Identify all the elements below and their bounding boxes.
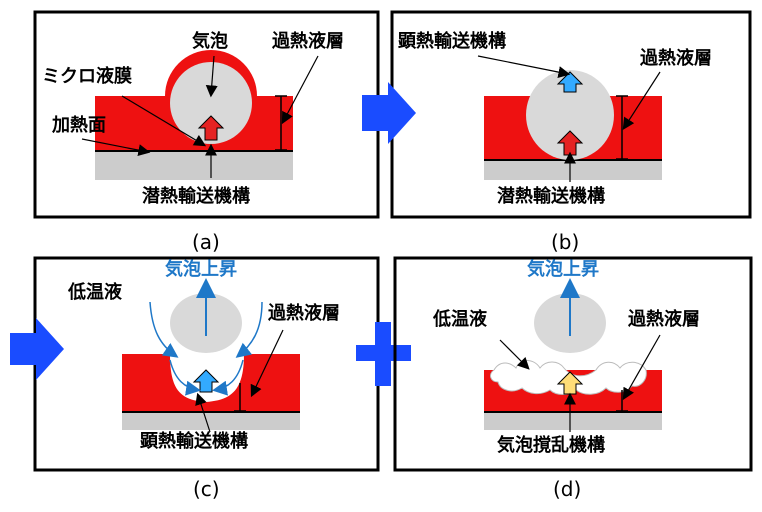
panel-b-bubble <box>526 70 614 160</box>
panel-a-red-up-arrow <box>197 115 225 141</box>
panel-d-yellow-up-arrow <box>556 371 584 395</box>
panel-a-surface-leader <box>81 138 151 157</box>
panel-a-bubble-label: 気泡 <box>192 30 228 52</box>
panel-a-bubble-leader <box>205 55 218 98</box>
panel-a-caption: (a) <box>192 230 220 254</box>
panel-c-inflow-left-2 <box>169 359 201 396</box>
connector-arrow-into-c <box>10 318 64 380</box>
panel-c-mechanism-label: 顕熱輸送機構 <box>140 430 248 452</box>
panel-b-superheated-label: 過熱液層 <box>640 47 712 69</box>
panel-d-mechanism-label: 気泡撹乱機構 <box>497 434 605 456</box>
panel-d-rise-label: 気泡上昇 <box>527 258 599 280</box>
panel-c-mechanism-leader <box>195 392 211 433</box>
connector-plus-vertical <box>375 322 391 386</box>
panel-c-superheated-label: 過熱液層 <box>268 302 340 324</box>
panel-a-mechanism-label: 潜熱輸送機構 <box>142 185 250 207</box>
panel-b-surface <box>484 158 662 180</box>
panel-c-cold-label: 低温液 <box>67 281 123 303</box>
panel-c-caption: (c) <box>193 477 220 501</box>
panel-a-layer-leader <box>281 55 319 125</box>
panel-c-inflow-left-1 <box>149 301 179 358</box>
panel-c-rise-label: 気泡上昇 <box>165 258 237 280</box>
panel-b: 顕熱輸送機構 過熱液層 潜熱輸送機構 <box>390 10 752 219</box>
panel-a-superheated-label: 過熱液層 <box>272 30 344 52</box>
panel-a: 気泡 過熱液層 ミクロ液膜 加熱面 潜熱輸送機構 <box>33 10 380 219</box>
panel-d: 気泡上昇 低温液 過熱液層 気泡撹乱機構 <box>393 256 753 472</box>
panel-d-layer-leader <box>622 334 661 401</box>
panel-b-cyan-up-arrow <box>556 71 584 93</box>
panel-b-red-up-arrow <box>556 130 584 156</box>
panel-a-microfilm-label: ミクロ液膜 <box>42 65 132 87</box>
panel-c-surface <box>122 412 300 430</box>
panel-b-mechanism-label: 潜熱輸送機構 <box>497 185 605 207</box>
panel-a-heated-surface-label: 加熱面 <box>51 114 106 136</box>
panel-b-layer-leader <box>622 71 661 131</box>
connector-arrow-ab <box>362 82 416 144</box>
panel-d-cold-leader <box>499 339 530 370</box>
panel-c-layer-leader <box>250 329 284 398</box>
panel-c-inflow-right-2 <box>212 359 244 396</box>
panel-b-caption: (b) <box>551 230 579 254</box>
panel-d-cold-label: 低温液 <box>432 308 488 330</box>
panel-c-inflow-right-1 <box>235 301 263 358</box>
panel-a-surface <box>95 148 293 180</box>
panel-b-sensible-leader <box>477 55 571 79</box>
panel-c: 気泡上昇 低温液 過熱液層 顕熱輸送機構 <box>33 256 380 472</box>
panel-d-surface <box>484 412 662 430</box>
panel-d-frame <box>393 256 753 472</box>
panel-a-bubble <box>170 62 252 144</box>
panel-b-sensible-label: 顕熱輸送機構 <box>398 30 506 52</box>
panel-d-caption: (d) <box>553 477 581 501</box>
panel-a-film-leader <box>121 95 207 147</box>
panel-d-superheated-label: 過熱液層 <box>628 308 700 330</box>
